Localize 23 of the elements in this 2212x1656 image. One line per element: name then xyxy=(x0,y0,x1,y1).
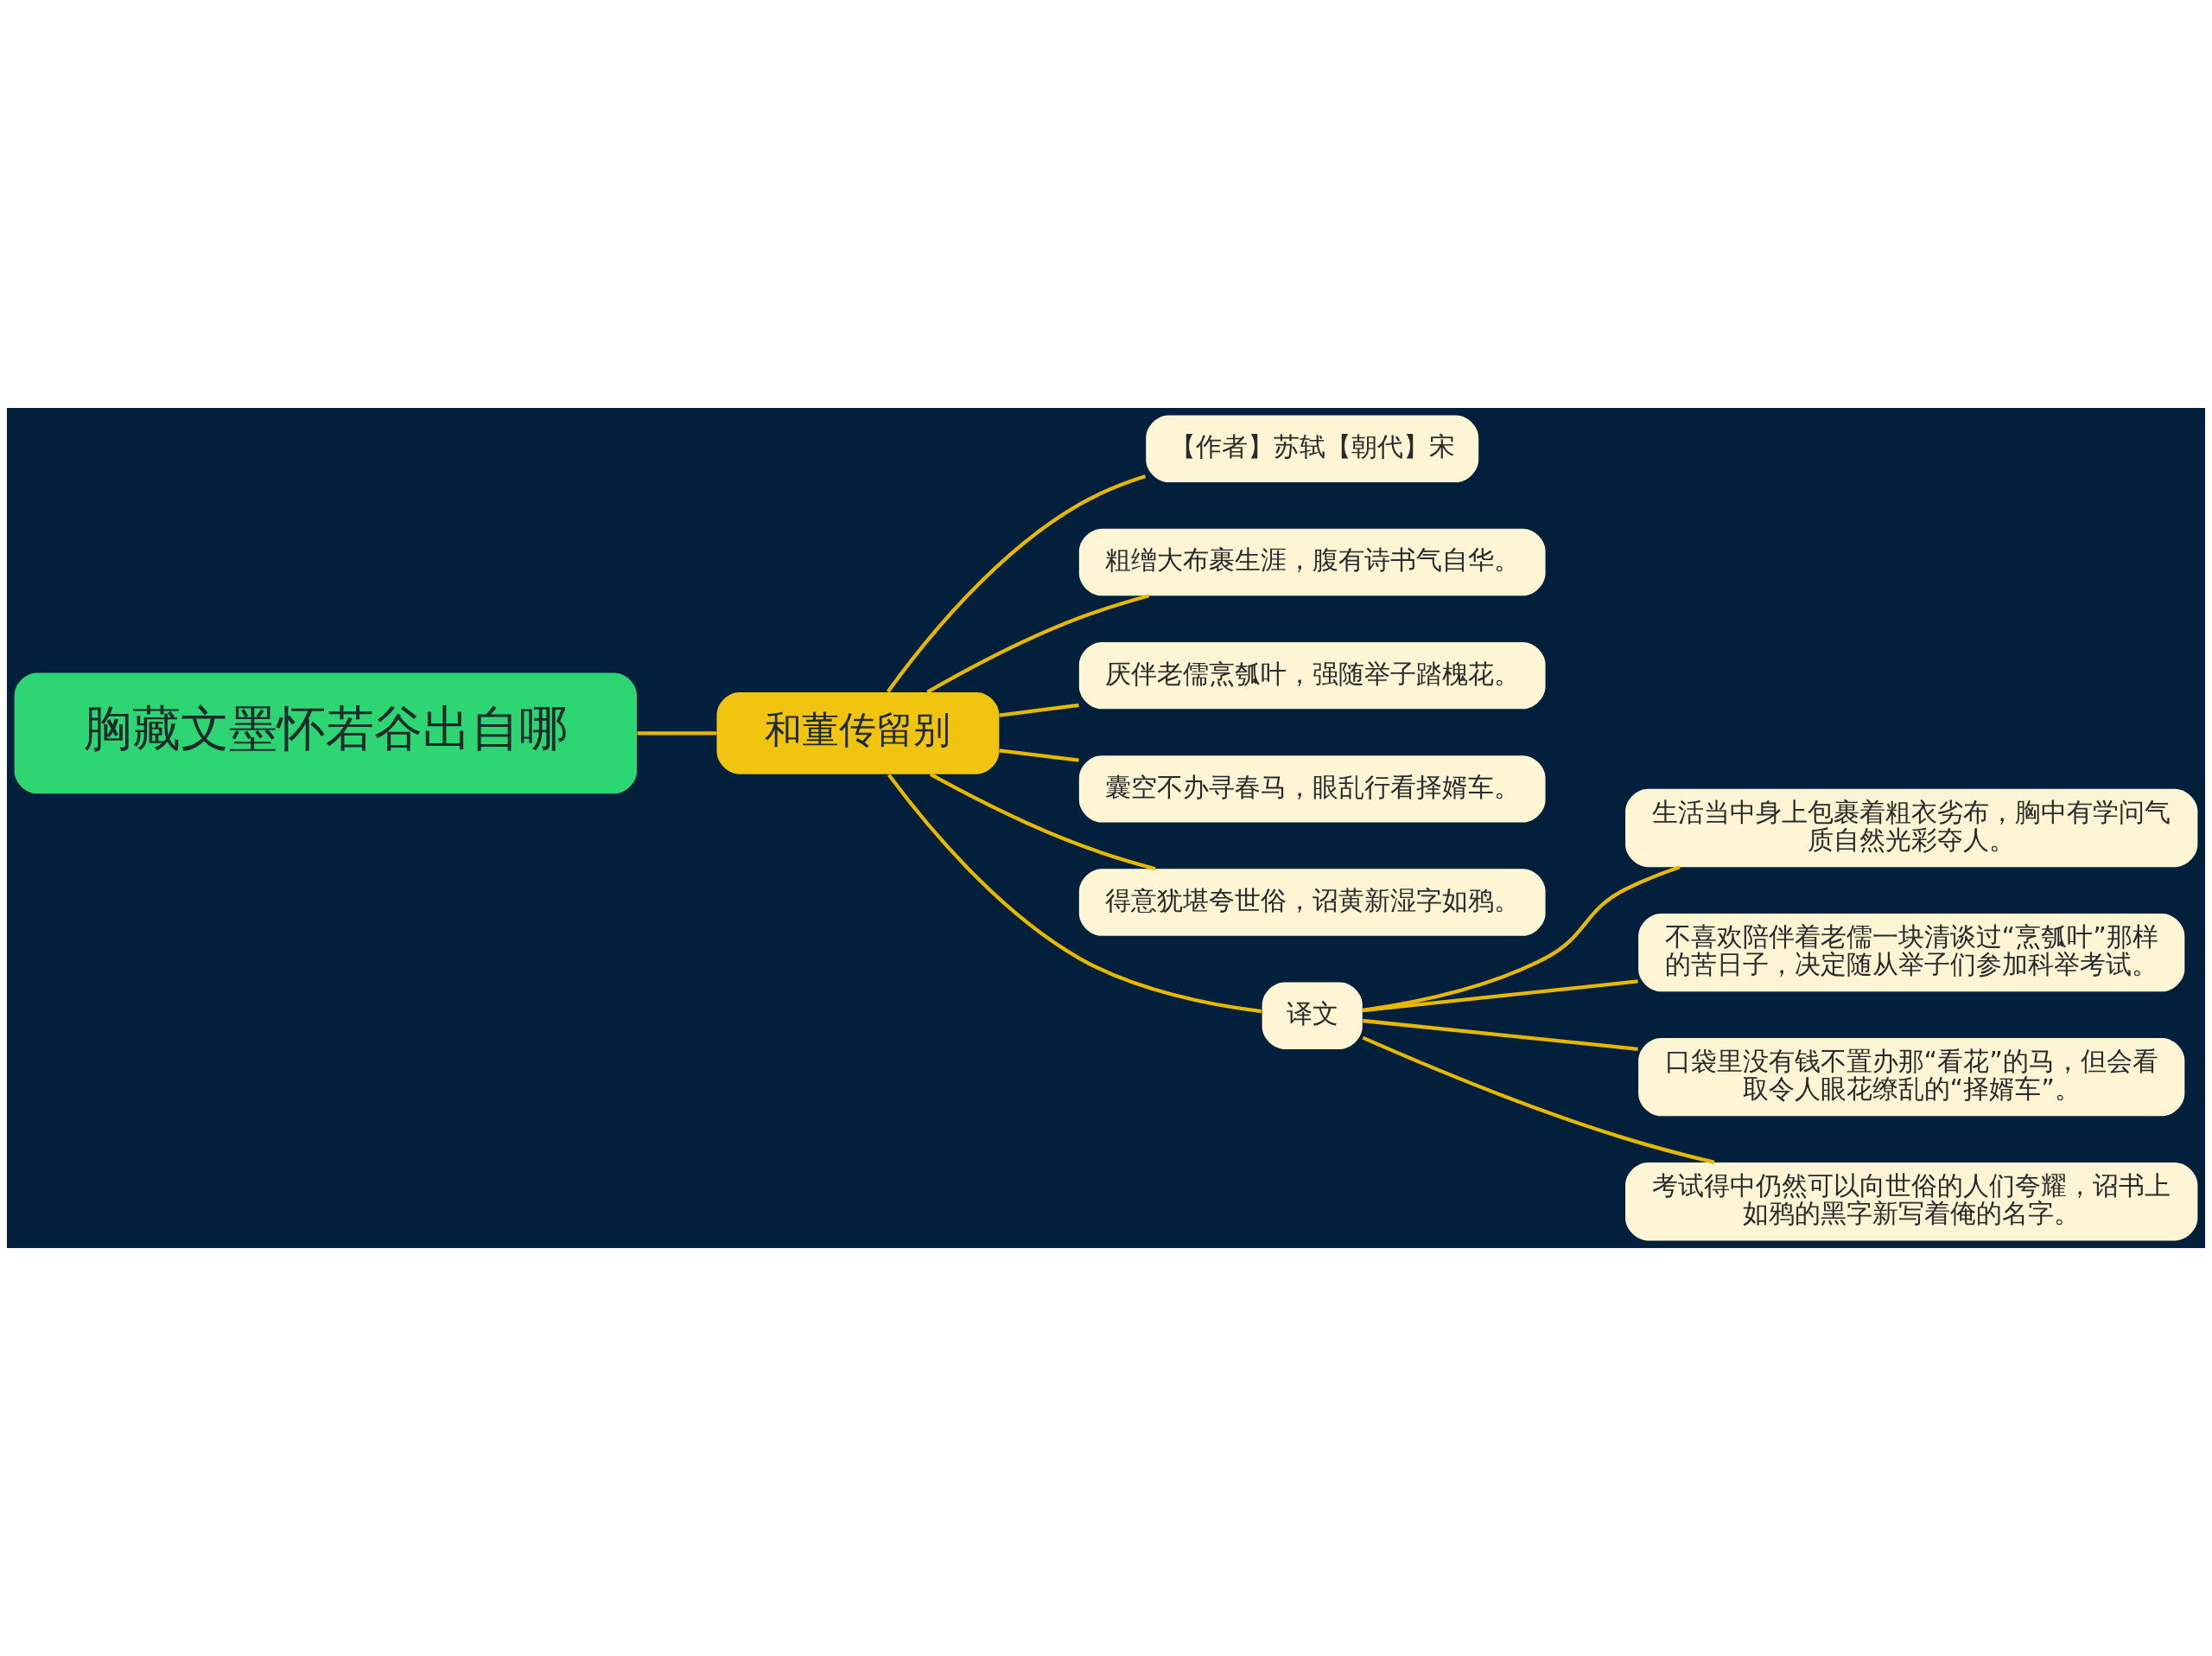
node-box: 得意犹堪夸世俗，诏黄新湿字如鸦。 xyxy=(1078,869,1546,936)
connector xyxy=(886,475,1147,693)
node-box: 不喜欢陪伴着老儒一块清谈过“烹瓠叶”那样的苦日子，决定随从举子们参加科举考试。 xyxy=(1638,913,2185,992)
connector xyxy=(929,773,1156,871)
node-box: 囊空不办寻春马，眼乱行看择婿车。 xyxy=(1078,755,1546,823)
node-box: 【作者】苏轼【朝代】宋 xyxy=(1146,415,1479,482)
connector xyxy=(637,731,717,736)
connector xyxy=(999,703,1079,717)
node-box: 和董传留别 xyxy=(716,692,1000,774)
node-box: 粗缯大布裹生涯，腹有诗书气自华。 xyxy=(1078,528,1546,596)
node-box: 考试得中仍然可以向世俗的人们夸耀，诏书上如鸦的黑字新写着俺的名字。 xyxy=(1625,1162,2198,1241)
node-box: 厌伴老儒烹瓠叶，强随举子踏槐花。 xyxy=(1078,641,1546,710)
node-box: 译文 xyxy=(1262,982,1363,1049)
connector xyxy=(1363,1018,1638,1051)
connector xyxy=(1362,1035,1715,1164)
node-box: 生活当中身上包裹着粗衣劣布，胸中有学问气质自然光彩夺人。 xyxy=(1625,788,2198,868)
node-box: 口袋里没有钱不置办那“看花”的马，但会看取令人眼花缭乱的“择婿车”。 xyxy=(1638,1038,2185,1117)
connector xyxy=(1362,865,1681,1013)
connector xyxy=(999,748,1079,762)
connector xyxy=(1363,979,1638,1013)
connector xyxy=(887,774,1262,1014)
connector xyxy=(926,594,1150,694)
node-box: 胸藏文墨怀若谷出自哪 xyxy=(14,672,637,794)
